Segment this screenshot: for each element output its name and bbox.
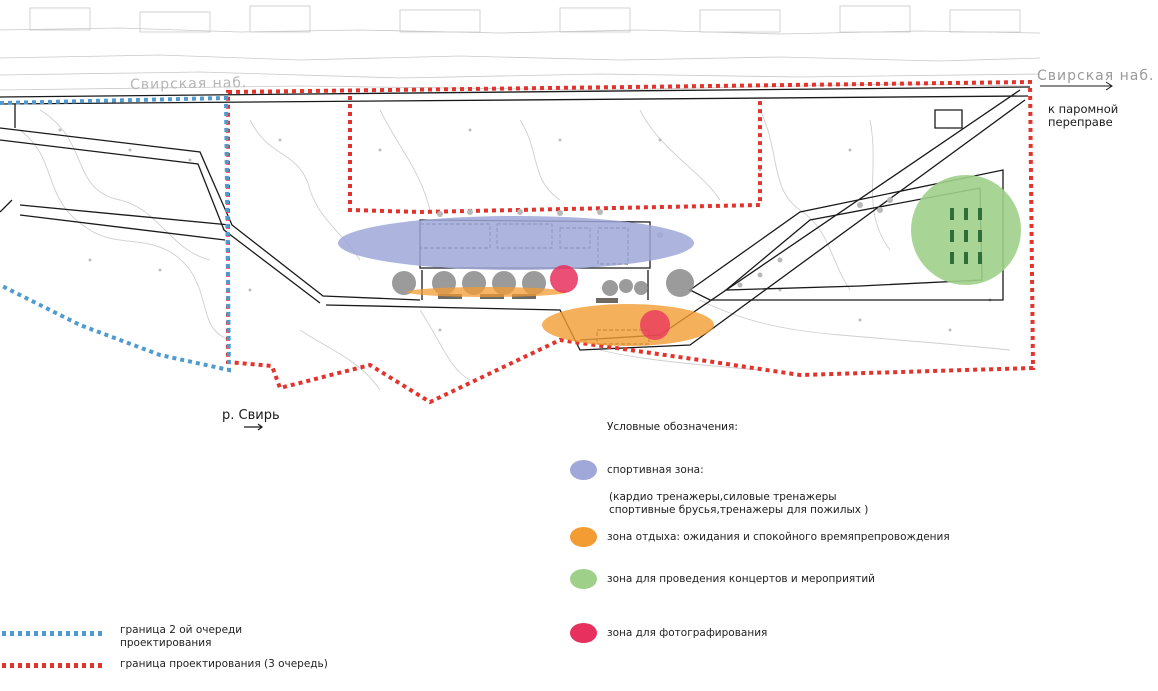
boundary-stage2-swatch bbox=[2, 631, 102, 636]
boundary-stage3-line bbox=[226, 79, 1036, 405]
legend-swatch-rest bbox=[570, 527, 597, 547]
boundary-stage2-label: граница 2 ой очереди проектирования bbox=[120, 624, 242, 650]
concert-stage-marks bbox=[950, 208, 982, 264]
rest-zone-bench-strip bbox=[407, 287, 567, 297]
ferry-arrow-icon bbox=[1040, 81, 1113, 91]
photo-zone-2 bbox=[640, 310, 670, 340]
sport-zone bbox=[338, 216, 694, 270]
legend-label-sport: спортивная зона: bbox=[607, 463, 704, 476]
ferry-label-line1: к паромной bbox=[1048, 102, 1119, 116]
street-label-left: Свирская наб. bbox=[129, 74, 248, 94]
legend-label-concert: зона для проведения концертов и мероприя… bbox=[607, 572, 875, 585]
river-label: р. Свирь bbox=[222, 408, 280, 423]
legend-swatch-concert bbox=[570, 569, 597, 589]
legend-item-sport: спортивная зона: bbox=[570, 460, 704, 480]
boundary-stage2-label-line2: проектирования bbox=[120, 637, 212, 649]
legend-label-photo: зона для фотографирования bbox=[607, 626, 768, 639]
ferry-label: к паромной переправе bbox=[1048, 103, 1118, 129]
elevation-marks bbox=[58, 128, 992, 332]
legend-item-rest: зона отдыха: ожидания и спокойного время… bbox=[570, 527, 950, 547]
boundary-stage2-label-line1: граница 2 ой очереди bbox=[120, 624, 243, 636]
legend-label-rest: зона отдыха: ожидания и спокойного время… bbox=[607, 530, 950, 543]
legend-sport-note-line1: (кардио тренажеры,силовые тренажеры bbox=[609, 491, 837, 503]
river-arrow-icon bbox=[244, 423, 263, 431]
contour-lines bbox=[19, 109, 1011, 391]
boundary-stage3-label: граница проектирования (3 очередь) bbox=[120, 658, 328, 670]
legend-item-photo: зона для фотографирования bbox=[570, 623, 767, 643]
photo-zone-1 bbox=[550, 265, 578, 293]
legend-swatch-sport bbox=[570, 460, 597, 480]
urban-background bbox=[0, 5, 1041, 91]
ferry-label-line2: переправе bbox=[1048, 115, 1113, 129]
legend-title: Условные обозначения: bbox=[607, 421, 738, 433]
boundary-stage3-swatch bbox=[2, 663, 102, 668]
legend-item-concert: зона для проведения концертов и мероприя… bbox=[570, 569, 875, 589]
rest-zone bbox=[542, 304, 714, 346]
legend-sport-note-line2: спортивные брусья,тренажеры для пожилых … bbox=[609, 504, 869, 516]
legend-swatch-photo bbox=[570, 623, 597, 643]
street-label-right: Свирская наб. bbox=[1037, 68, 1155, 84]
boundary-stage2-line bbox=[0, 95, 232, 373]
legend-sport-note: (кардио тренажеры,силовые тренажеры спор… bbox=[609, 491, 868, 517]
